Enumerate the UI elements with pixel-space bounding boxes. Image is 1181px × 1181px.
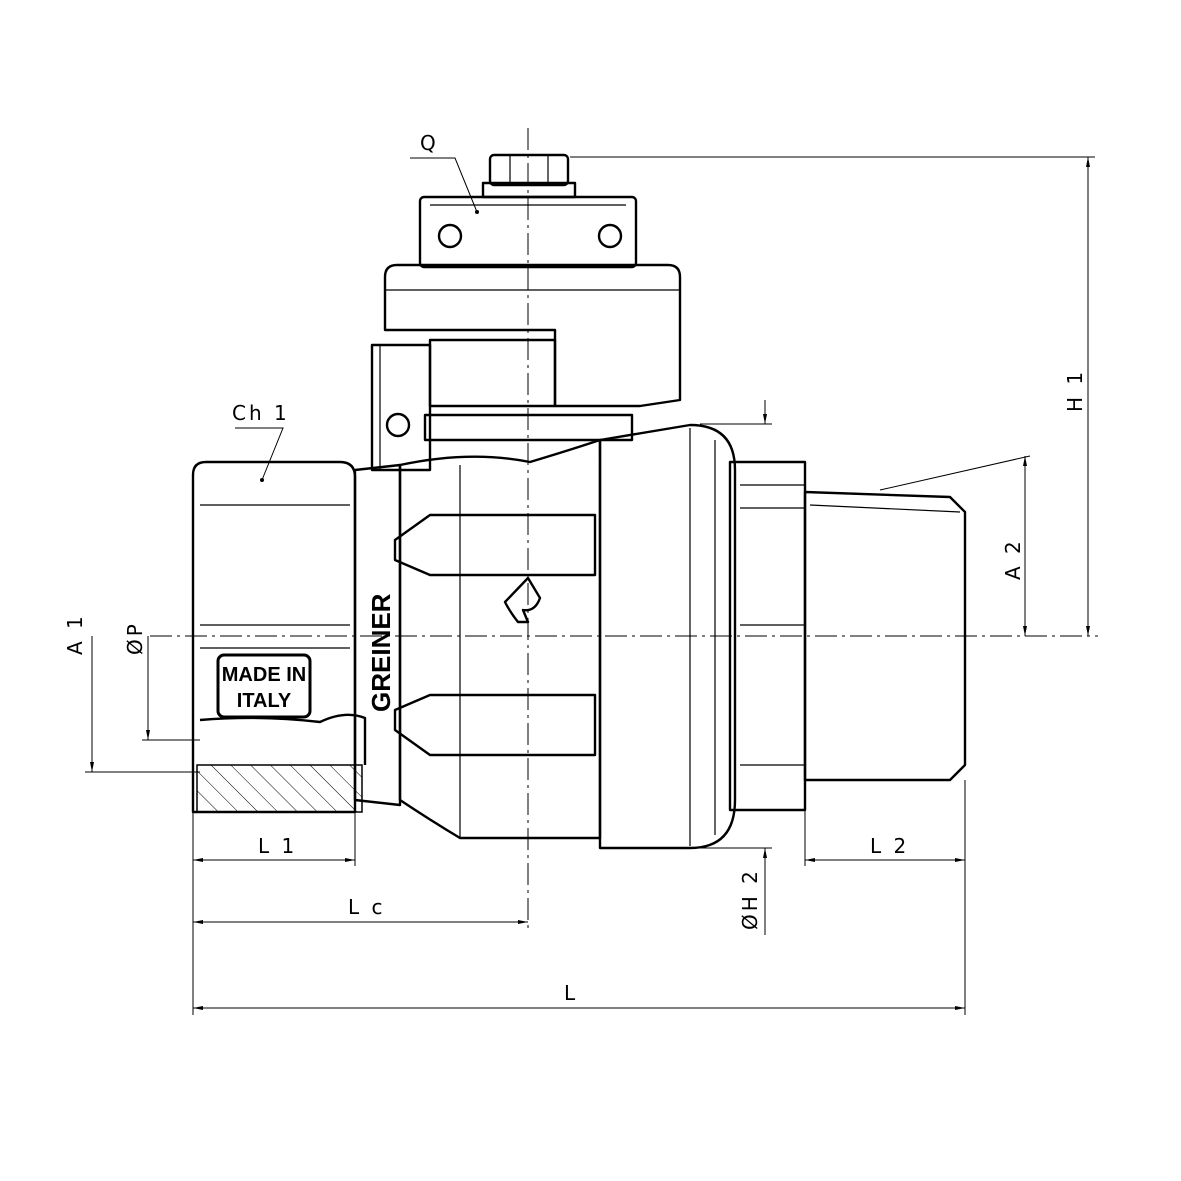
dim-A2: A 2 (1001, 538, 1025, 580)
screw-hole-left (437, 223, 463, 249)
label-Q: Q (420, 131, 439, 155)
spade-logo-icon (503, 576, 542, 624)
made-in-label: MADE IN (222, 664, 306, 686)
dim-H2: ØH 2 (738, 868, 762, 930)
union-flange (598, 423, 737, 850)
bracket-hole (385, 412, 411, 438)
dim-L: L (564, 981, 578, 1005)
dim-L1: L 1 (258, 834, 297, 858)
dim-P: ØP (123, 621, 147, 655)
dim-A1: A 1 (63, 613, 87, 655)
screw-hole-right (597, 223, 623, 249)
brand-marking: GREINER (366, 593, 396, 712)
dim-H1: H 1 (1063, 369, 1087, 412)
label-Ch1: Ch 1 (232, 401, 290, 425)
dimensions: H 1 A 2 A 1 ØP ØH 2 L 1 L c L L 2 Q Ch 1 (63, 131, 1095, 1015)
handle (370, 153, 682, 472)
made-in-italy-plate (216, 653, 312, 719)
dim-L2: L 2 (870, 834, 909, 858)
section-hatch (196, 764, 363, 813)
valve-body: GREINER (353, 438, 602, 840)
dim-Lc: L c (348, 895, 386, 919)
left-fitting: MADE IN ITALY (191, 460, 367, 814)
italy-label: ITALY (237, 690, 292, 712)
